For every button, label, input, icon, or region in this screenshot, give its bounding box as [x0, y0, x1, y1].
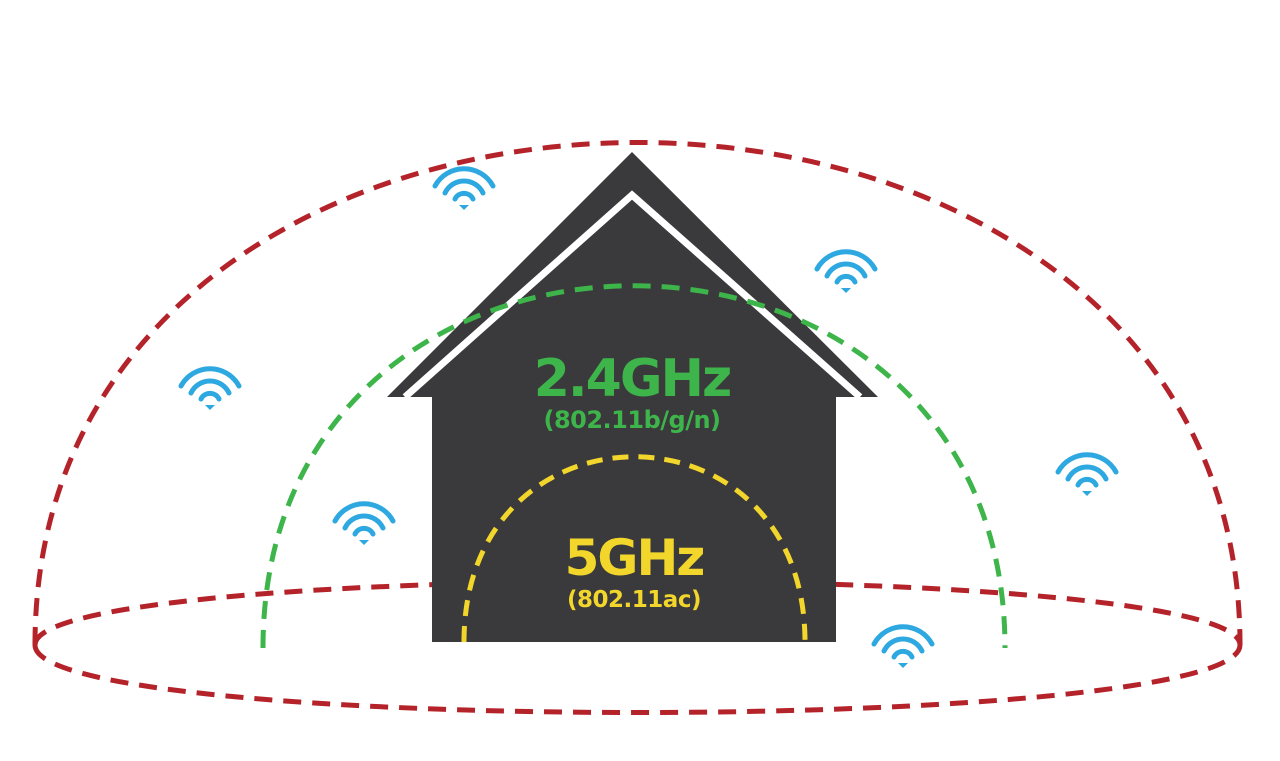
- band-24ghz-standard: (802.11b/g/n): [543, 406, 720, 434]
- outer-ground-ellipse-front: [32, 644, 1243, 715]
- wifi-icon: [432, 166, 496, 210]
- wifi-icon: [871, 624, 935, 668]
- house-roof-line: [402, 190, 863, 400]
- house-body: [432, 210, 836, 642]
- house-icon: [387, 152, 878, 642]
- band-5ghz-standard: (802.11ac): [567, 587, 701, 613]
- wifi-icon: [814, 249, 878, 293]
- band-5ghz-coverage-arc: [461, 454, 808, 643]
- band-5ghz-label: 5GHz: [565, 529, 704, 587]
- outer-dome-arc: [32, 140, 1243, 646]
- wifi-icon: [178, 366, 242, 410]
- band-24ghz-label: 2.4GHz: [534, 349, 731, 409]
- wifi-icon: [332, 501, 396, 545]
- band-24ghz-coverage-arc: [260, 283, 1008, 649]
- wifi-icon: [1055, 452, 1119, 496]
